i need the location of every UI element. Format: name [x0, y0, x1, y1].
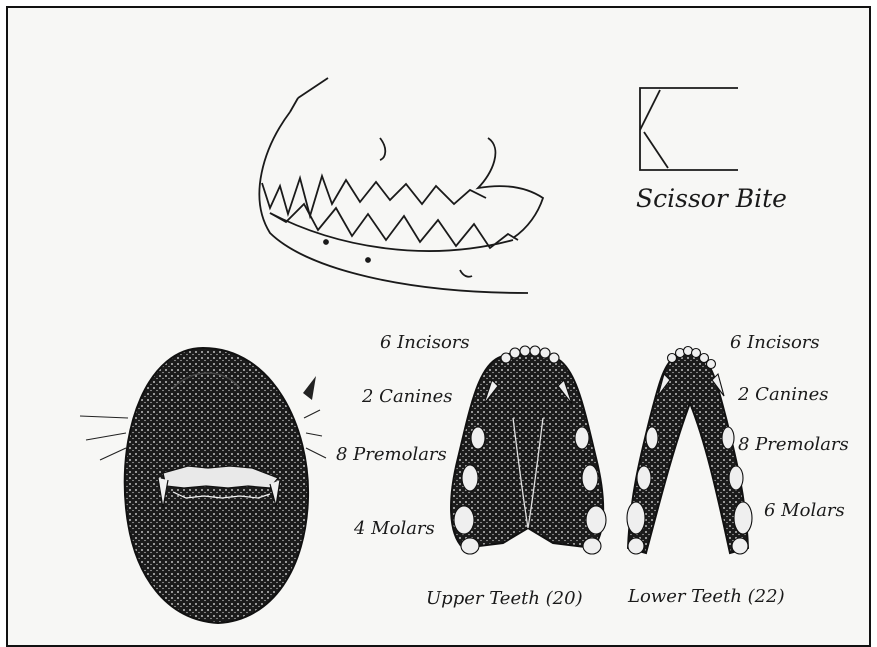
lower-premolars-label: 8 Premolars — [738, 434, 849, 455]
lower-incisors-label: 6 Incisors — [730, 332, 820, 353]
upper-teeth-title: Upper Teeth (20) — [426, 588, 583, 609]
lower-canines-label: 2 Canines — [738, 384, 829, 405]
diagram-frame: Scissor Bite 6 Incisors 2 Canines 8 Prem… — [6, 6, 871, 647]
upper-molars-label: 4 Molars — [354, 518, 435, 539]
upper-jaw-view — [451, 346, 606, 554]
lower-jaw-view — [627, 347, 752, 555]
upper-incisors-label: 6 Incisors — [380, 332, 470, 353]
upper-canines-label: 2 Canines — [362, 386, 453, 407]
dental-illustrations — [8, 8, 869, 645]
side-jaw-profile — [259, 78, 543, 293]
lower-teeth-title: Lower Teeth (22) — [628, 586, 785, 607]
scissor-bite-symbol — [640, 88, 738, 170]
lower-molars-label: 6 Molars — [764, 500, 845, 521]
scissor-bite-label: Scissor Bite — [636, 184, 787, 213]
dog-muzzle-front-view — [80, 348, 326, 623]
upper-premolars-label: 8 Premolars — [336, 444, 447, 465]
